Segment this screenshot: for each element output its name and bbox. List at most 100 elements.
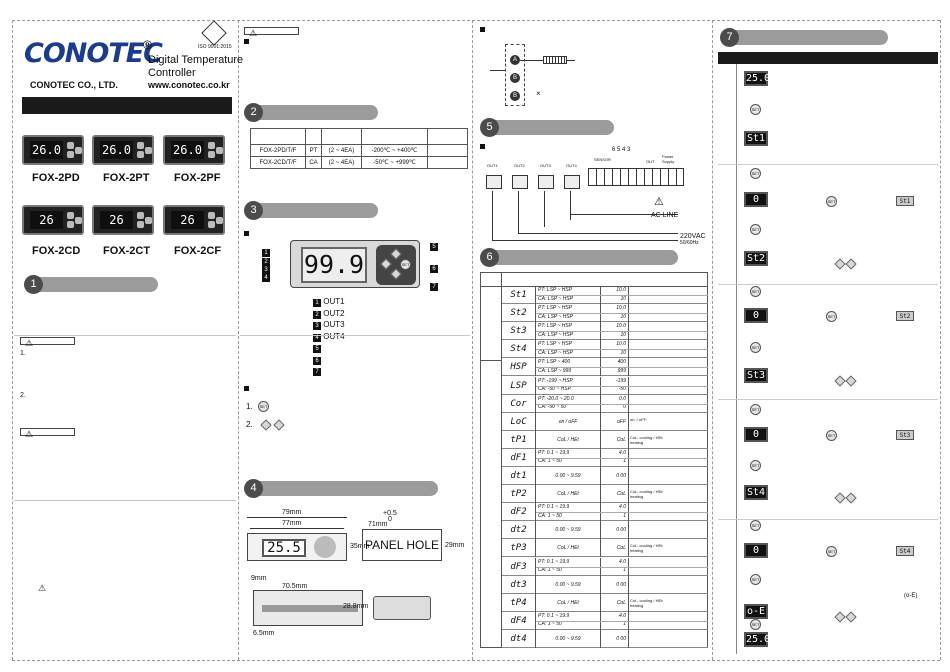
- terminal-numbers: 6 5 4 3: [612, 147, 631, 153]
- relay-box: [512, 175, 528, 189]
- wire: [544, 191, 545, 227]
- product-key: [208, 151, 215, 158]
- flow-divider: [718, 284, 938, 285]
- wire: [518, 191, 519, 234]
- down-key-icon: [260, 419, 272, 431]
- key-list-item: 2.: [246, 420, 253, 429]
- dim-line: [247, 517, 347, 518]
- out-legend-item: 4 OUT4: [313, 331, 345, 343]
- wire: [492, 191, 493, 241]
- param-range: PT: LSP ~ HSP: [538, 341, 573, 348]
- section-header: [722, 30, 888, 45]
- param-default: 4.0: [619, 504, 626, 511]
- dimension-side-view: [253, 590, 363, 626]
- column-divider: [628, 521, 629, 540]
- marker: 6: [430, 265, 438, 273]
- param-default: 0 00: [616, 473, 626, 479]
- param-range: CA: 1 ~ 50: [538, 567, 562, 573]
- product-key: [208, 142, 215, 149]
- section-number: 4: [244, 479, 263, 498]
- param-code: St4: [502, 340, 536, 359]
- param-code: tP1: [502, 430, 536, 449]
- param-range: CA: 1 ~ 50: [538, 621, 562, 628]
- wire: [492, 240, 678, 241]
- spec-type: PT: [305, 144, 322, 157]
- param-range: 0.00 ~ 9.59: [555, 635, 581, 642]
- param-code: Cor: [502, 394, 536, 413]
- set-key-icon: SET: [750, 460, 761, 471]
- param-range: CA: LSP ~ HSP: [538, 313, 573, 320]
- wiring-connector: [505, 44, 525, 106]
- row-divider: [536, 349, 708, 351]
- product-name: FOX-2CD: [32, 245, 81, 257]
- flow-display: 0: [744, 543, 768, 558]
- row-divider: [536, 620, 708, 622]
- bullet-square-icon: [244, 39, 249, 44]
- flow-divider: [718, 399, 938, 400]
- param-code: HSP: [502, 358, 536, 377]
- dim-height: 35mm: [350, 543, 370, 550]
- param-code: LoC: [502, 412, 536, 431]
- registered-mark: ®: [143, 38, 152, 52]
- dim-bottom: 6.5mm: [253, 630, 275, 637]
- param-range: PT: 0.1 ~ 19.9: [538, 449, 570, 456]
- out-label: OUT3: [323, 320, 345, 329]
- product-image: 26: [163, 205, 225, 235]
- param-range: CA: 1 ~ 50: [538, 512, 562, 519]
- frequency-label: 50/60Hz: [680, 240, 699, 246]
- wire: [570, 214, 678, 215]
- param-default: CoL: [616, 545, 626, 552]
- section-header: [246, 105, 378, 120]
- bullet-square-icon: [244, 386, 249, 391]
- column-divider: [600, 575, 601, 594]
- flow-display: 0: [744, 308, 768, 323]
- param-default: 10.0: [616, 305, 626, 312]
- param-default: 0: [623, 404, 626, 411]
- set-key-icon: SET: [400, 259, 411, 270]
- marker: 5: [313, 345, 321, 353]
- product-name: FOX-2PT: [103, 172, 150, 184]
- flow-side-label: St4: [896, 546, 914, 556]
- product-key: [137, 142, 144, 149]
- out-label: OUT2: [323, 308, 345, 318]
- iso-label: ISO 9001:2015: [198, 44, 232, 50]
- up-key-icon: [845, 611, 857, 623]
- spec-output: (2 ~ 4EA): [321, 144, 362, 157]
- bullet-square-icon: [480, 144, 485, 149]
- param-code: dt4: [502, 629, 536, 648]
- website: www.conotec.co.kr: [148, 80, 230, 90]
- product-key: [216, 217, 223, 224]
- dim-hole-height: 29mm: [445, 542, 465, 549]
- param-code: tP2: [502, 485, 536, 504]
- terminal: B: [510, 73, 520, 83]
- product-key: [137, 151, 144, 158]
- product-name: FOX-2PD: [32, 172, 80, 184]
- row-divider: [536, 367, 708, 369]
- param-range: 0.00 ~ 9.59: [555, 527, 581, 534]
- section-number: 2: [244, 103, 263, 122]
- up-key-icon: [845, 375, 857, 387]
- bullet-square-icon: [244, 231, 249, 236]
- dim-keypad: [314, 536, 336, 558]
- front-panel-display: 99.9: [301, 247, 367, 283]
- wire: [490, 70, 505, 71]
- product-display: 26.0: [30, 141, 63, 159]
- row-divider: [536, 331, 708, 333]
- table-group-column: [480, 272, 502, 648]
- param-default: 10.0: [616, 341, 626, 348]
- up-key-icon: [845, 492, 857, 504]
- marker: 1: [262, 249, 270, 257]
- product-name: FOX-2CT: [103, 245, 151, 257]
- param-code: tP4: [502, 593, 536, 612]
- product-key: [67, 212, 74, 219]
- param-code: dt2: [502, 521, 536, 540]
- product-key: [145, 147, 152, 154]
